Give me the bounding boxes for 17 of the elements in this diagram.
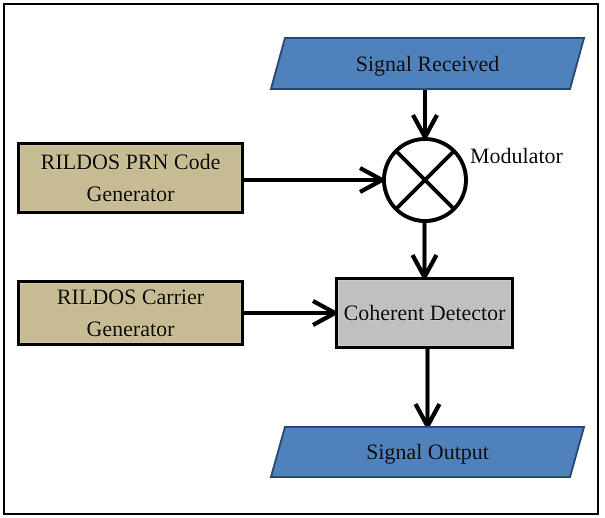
- node-label: RILDOS PRN Code Generator: [40, 148, 222, 208]
- node-label: RILDOS Carrier Generator: [56, 283, 206, 343]
- input-output-parallelogram: [270, 426, 585, 478]
- process-box: [17, 280, 244, 346]
- modulator-symbol: [382, 137, 468, 223]
- node-label: Signal Received: [356, 50, 500, 78]
- process-box: [335, 277, 514, 349]
- arrow: [413, 349, 442, 428]
- node-label: Coherent Detector: [344, 299, 506, 328]
- arrow: [244, 166, 384, 194]
- process-box: [17, 142, 244, 214]
- node-label: Signal Output: [366, 438, 489, 466]
- input-output-parallelogram: [270, 37, 585, 90]
- arrow: [410, 90, 440, 140]
- arrow: [410, 223, 439, 280]
- arrow: [244, 298, 338, 328]
- node-caption: Modulator: [470, 143, 563, 169]
